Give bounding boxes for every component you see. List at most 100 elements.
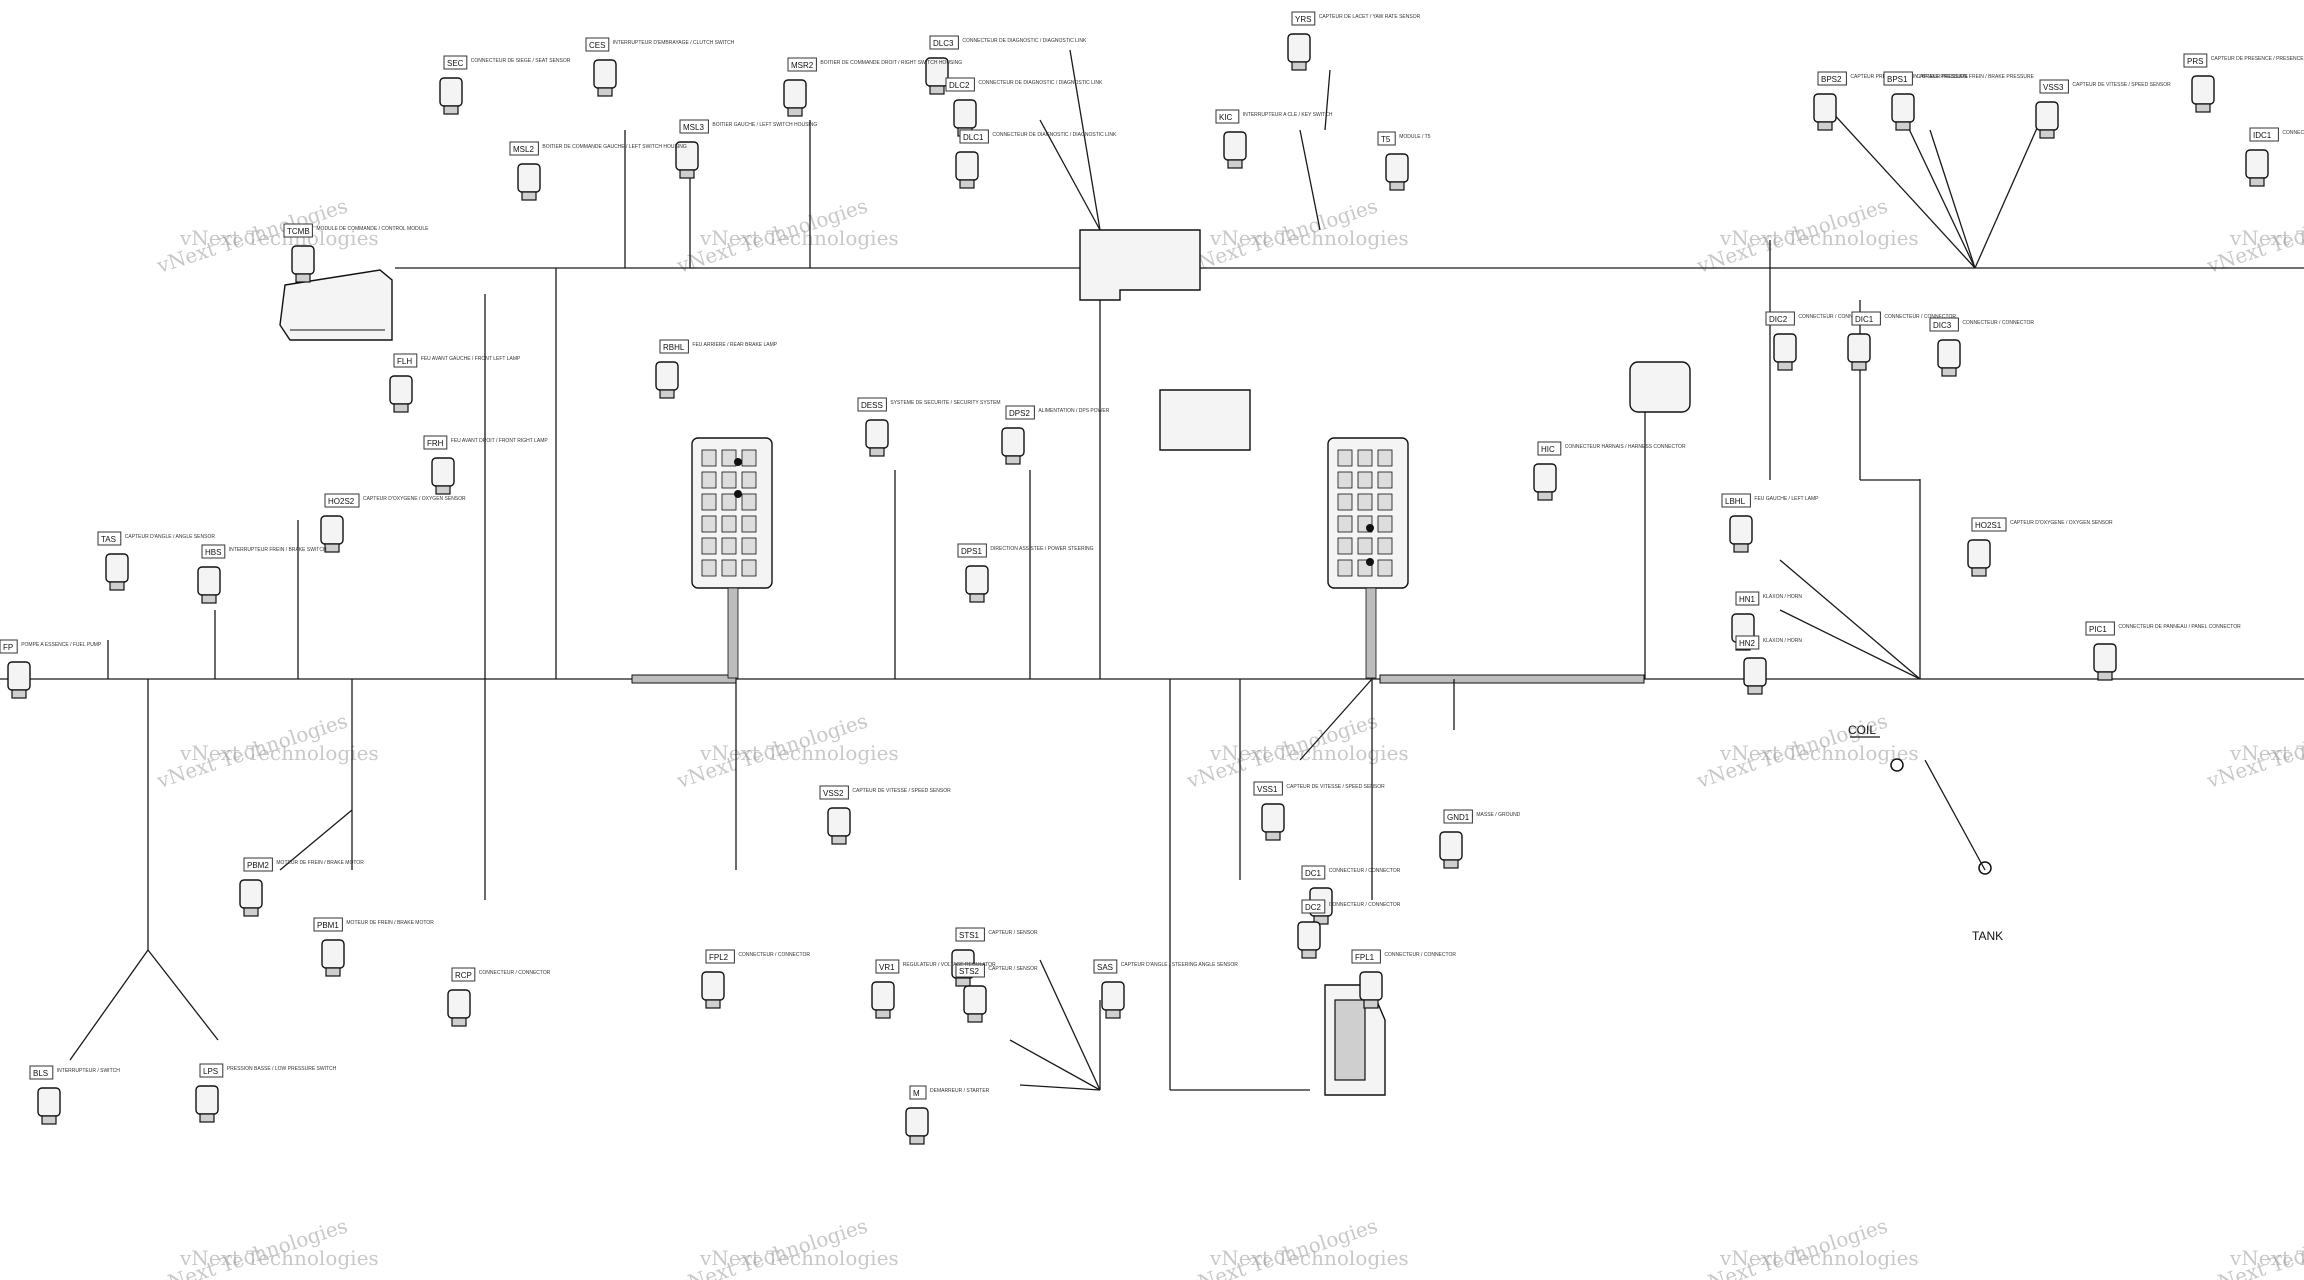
tag-text: LPS (203, 1067, 218, 1076)
tag-box (1301, 899, 1326, 914)
connector-tag-dic1: DIC1 CONNECTEUR / CONNECTOR (1851, 311, 1956, 326)
tag-description: CONNECTEUR DE DIAGNOSTIC / DIAGNOSTIC LI… (992, 132, 1117, 138)
connector-dic3-icon (1937, 339, 1961, 377)
tag-description: CONNECTEUR / CONNECTOR (1329, 868, 1401, 874)
watermark-text: vNext Technologies (1209, 226, 1409, 250)
tag-text: DPS1 (961, 547, 982, 556)
tag-text: HBS (205, 548, 221, 557)
tag-text: HO2S2 (328, 497, 355, 506)
tag-description: MODULE DE COMMANDE / CONTROL MODULE (316, 226, 429, 232)
tag-box (955, 927, 985, 942)
tag-text: GND1 (1447, 813, 1470, 822)
tag-description: CONNECTEUR DE PANNEAU / PANEL CONNECTOR (2118, 624, 2241, 630)
connector-vr1-icon (871, 981, 895, 1019)
tag-box (705, 949, 735, 964)
tag-box (451, 967, 476, 982)
connector-vss3-icon (2035, 101, 2059, 139)
tag-box (1291, 11, 1316, 26)
tag-text: DLC3 (933, 39, 954, 48)
connector-lps-icon (195, 1085, 219, 1123)
watermark-text: vNext Technologies (2229, 741, 2304, 765)
watermark-text: vNext Technologies (2229, 226, 2304, 250)
tag-description: CONNECTEUR / CONNECTOR (1884, 314, 1956, 320)
tag-description: CAPTEUR DE LACET / YAW RATE SENSOR (1319, 14, 1421, 20)
tag-description: PRESSION BASSE / LOW PRESSURE SWITCH (227, 1066, 337, 1072)
tag-text: HIC (1541, 445, 1555, 454)
connector-rcp-icon (447, 989, 471, 1027)
tag-description: INTERRUPTEUR A CLE / KEY SWITCH (1243, 112, 1333, 118)
tag-description: MOTEUR DE FREIN / BRAKE MOTOR (346, 920, 434, 926)
tag-text: MSR2 (791, 61, 814, 70)
tag-box (393, 353, 418, 368)
connector-yrs-icon (1287, 33, 1311, 71)
tag-description: MODULE / T5 (1399, 134, 1431, 140)
connector-vss1-icon (1261, 803, 1285, 841)
tag-box (509, 141, 539, 156)
connector-dlc1-icon (955, 151, 979, 189)
tag-box (585, 37, 610, 52)
tag-text: FPL2 (709, 953, 729, 962)
tag-text: DC2 (1305, 903, 1322, 912)
tag-description: CAPTEUR D'OXYGENE / OXYGEN SENSOR (363, 496, 466, 502)
tag-box (423, 435, 448, 450)
connector-frh-icon (431, 457, 455, 495)
tag-description: CAPTEUR / SENSOR (988, 966, 1038, 972)
tag-text: TAS (101, 535, 116, 544)
connector-ces-icon (593, 59, 617, 97)
tag-text: MSL2 (513, 145, 534, 154)
watermark-text: vNext Technologies (179, 226, 379, 250)
tag-text: VSS2 (823, 789, 844, 798)
tag-text: CES (589, 41, 605, 50)
connector-msl2-icon (517, 163, 541, 201)
connector-dps1-icon (965, 565, 989, 603)
tag-description: CAPTEUR PRESSION FREIN / BRAKE PRESSURE (1916, 74, 2034, 80)
tag-text: DIC1 (1855, 315, 1874, 324)
tag-description: ALIMENTATION / DPS POWER (1038, 408, 1109, 414)
tag-description: CAPTEUR DE VITESSE / SPEED SENSOR (2072, 82, 2171, 88)
tag-box (1351, 949, 1381, 964)
connector-tag-pbm2: PBM2 MOTEUR DE FREIN / BRAKE MOTOR (243, 857, 364, 872)
tag-box (957, 543, 987, 558)
tag-description: INTERRUPTEUR / SWITCH (57, 1068, 120, 1074)
tag-description: FEU AVANT DROIT / FRONT RIGHT LAMP (451, 438, 549, 444)
tag-description: CONNECTEUR / CONNECTOR (738, 952, 810, 958)
tag-text: PIC1 (2089, 625, 2107, 634)
tag-description: CONNECTEUR / CONNECTOR (1384, 952, 1456, 958)
tag-description: MOTEUR DE FREIN / BRAKE MOTOR (276, 860, 364, 866)
connector-tag-lps: LPS PRESSION BASSE / LOW PRESSURE SWITCH (199, 1063, 337, 1078)
tag-description: KLAXON / HORN (1763, 638, 1803, 644)
tag-text: HN1 (1739, 595, 1756, 604)
main-trunk (0, 49, 2304, 1091)
tag-box (787, 57, 817, 72)
tag-text: HN2 (1739, 639, 1756, 648)
tag-text: PBM2 (247, 861, 269, 870)
tag-text: BPS2 (1821, 75, 1842, 84)
connector-icons (7, 33, 2269, 1145)
connector-lbhl-icon (1729, 515, 1753, 553)
tag-text: LBHL (1725, 497, 1746, 506)
tag-text: MSL3 (683, 123, 704, 132)
tag-box (2249, 127, 2279, 142)
tag-text: PRS (2187, 57, 2203, 66)
connector-t5-icon (1385, 153, 1409, 191)
connector-bls-icon (37, 1087, 61, 1125)
